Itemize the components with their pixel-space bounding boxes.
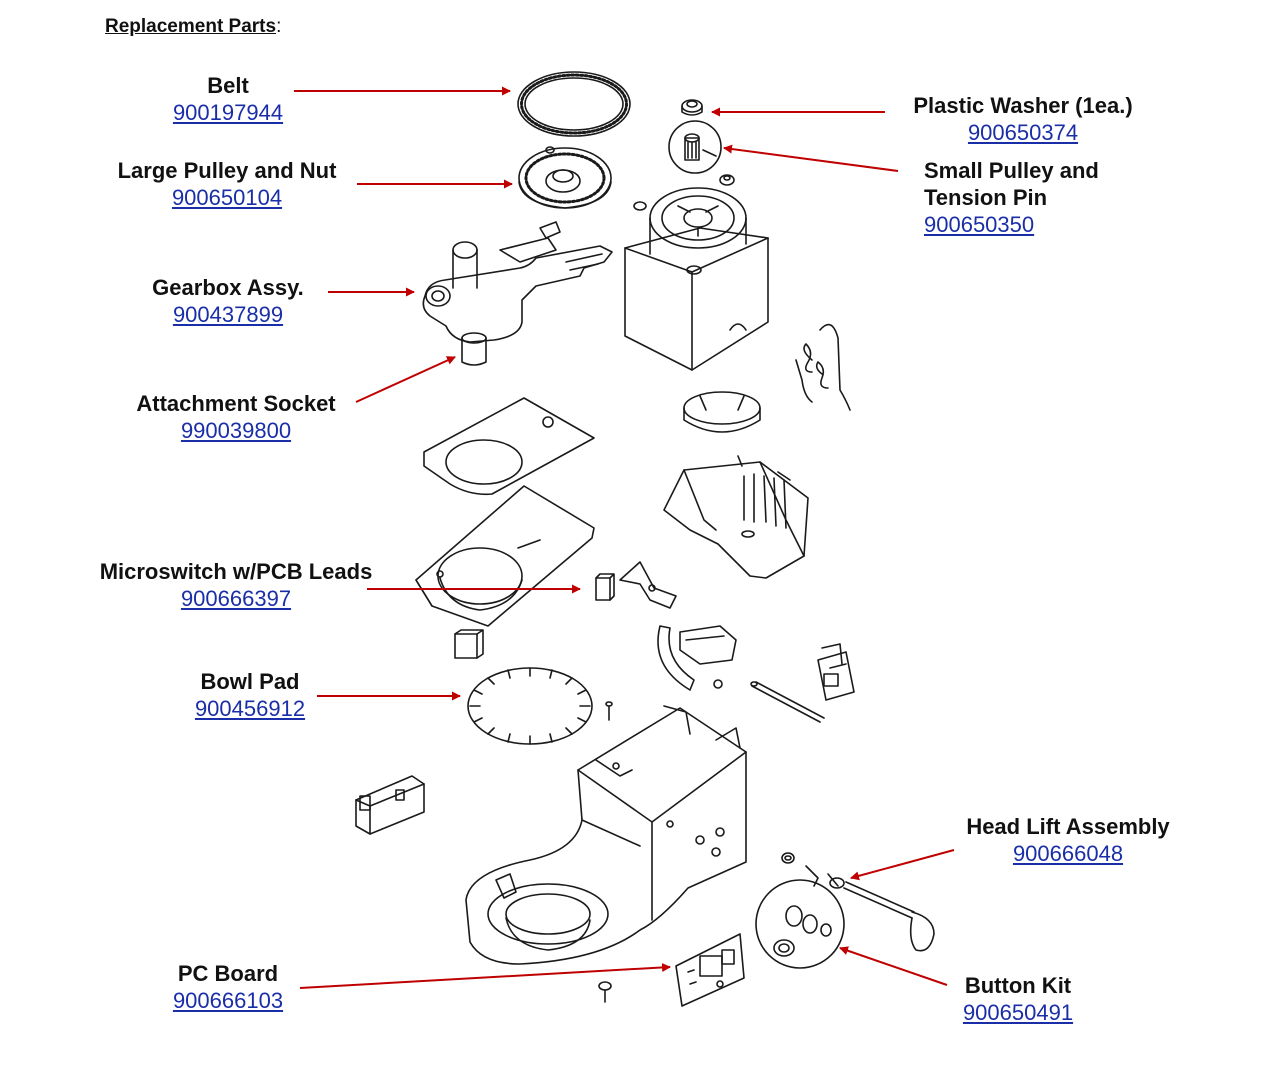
page-heading: Replacement Parts: [105,16,281,38]
small-pulley-drawing [668,120,735,186]
part-number-link[interactable]: 900650374 [967,120,1079,145]
ring-clip-drawing [683,391,761,433]
part-name: Head Lift Assembly [966,814,1170,839]
part-name-line-1: Small Pulley and [924,158,1099,183]
button-kit-drawing [755,852,845,969]
part-number-link[interactable]: 900437899 [172,302,284,327]
base-housing-drawing [465,705,747,965]
bowl-plate-drawing [423,397,595,496]
part-name: Gearbox Assy. [152,275,304,300]
part-number-link[interactable]: 900666048 [1012,841,1124,866]
part-number-link[interactable]: 900650491 [962,1000,1074,1025]
head-lift-drawing [829,877,935,952]
plastic-washer-drawing [681,99,703,116]
part-label-large-pulley: Large Pulley and Nut 900650104 [104,157,350,211]
small-block-drawing [454,629,484,659]
gear-case-cover-drawing [415,485,595,627]
part-label-attachment-socket: Attachment Socket 990039800 [122,390,350,444]
switch-housing-drawing [355,775,425,835]
part-number-link[interactable]: 900666103 [172,988,284,1013]
part-name-line-2: Tension Pin [924,185,1048,210]
part-name: Attachment Socket [136,391,336,416]
part-name: Plastic Washer (1ea.) [913,93,1133,118]
part-label-gearbox: Gearbox Assy. 900437899 [140,274,316,328]
part-label-pc-board: PC Board 900666103 [160,960,296,1014]
part-number-link[interactable]: 900650104 [171,185,283,210]
part-number-link[interactable]: 900456912 [194,696,306,721]
part-number-link[interactable]: 900650350 [924,212,1035,237]
gearbox-drawing [422,221,613,366]
small-cap-drawing [598,981,612,1003]
part-label-bowl-pad: Bowl Pad 900456912 [178,668,322,722]
part-label-belt: Belt 900197944 [164,72,292,126]
belt-drawing [517,71,631,137]
motor-housing-drawing [624,187,769,371]
microswitch-drawing [595,561,677,609]
part-name: Bowl Pad [200,669,300,694]
large-pulley-drawing [518,146,612,209]
latch-bracket-drawing [817,643,855,701]
motor-bracket-drawing [663,455,809,579]
bowl-pad-drawing [467,667,593,745]
part-label-plastic-washer: Plastic Washer (1ea.) 900650374 [900,92,1146,146]
pin-drawing [605,701,613,721]
part-label-button-kit: Button Kit 900650491 [950,972,1086,1026]
part-label-small-pulley: Small Pulley and Tension Pin 900650350 [924,157,1154,238]
part-number-link[interactable]: 990039800 [180,418,292,443]
rod-drawing [750,681,825,723]
part-label-head-lift: Head Lift Assembly 900666048 [954,813,1182,867]
part-name: Microswitch w/PCB Leads [99,559,373,584]
part-number-link[interactable]: 900197944 [172,100,284,125]
part-label-microswitch: Microswitch w/PCB Leads 900666397 [86,558,386,612]
springs-drawing [795,323,851,411]
lever-drawing [657,625,737,691]
heading-label: Replacement Parts [105,16,277,37]
part-name: Large Pulley and Nut [117,158,337,183]
heading-colon: : [276,16,282,37]
pc-board-drawing [675,933,745,1007]
part-name: PC Board [177,961,279,986]
part-name: Belt [207,73,249,98]
part-number-link[interactable]: 900666397 [180,586,292,611]
part-name: Button Kit [964,973,1072,998]
